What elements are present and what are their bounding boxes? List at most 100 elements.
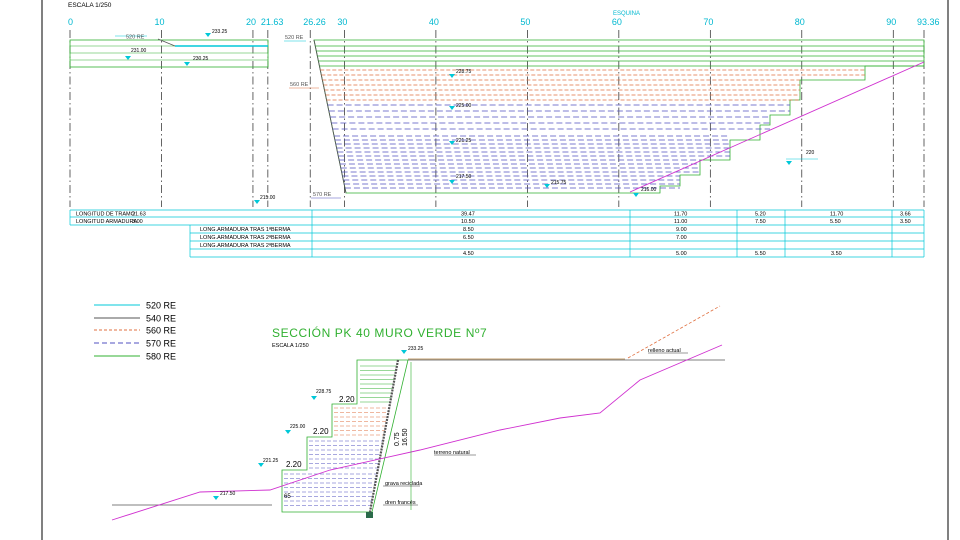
svg-text:216.00: 216.00	[641, 187, 657, 193]
cell-berma3: 4.50	[463, 251, 474, 257]
svg-text:215.00: 215.00	[260, 195, 276, 201]
wall-body	[281, 359, 409, 518]
axis-tick-label: 70	[703, 17, 713, 27]
legend-item-540: 540 RE	[94, 314, 176, 324]
svg-text:540 RE: 540 RE	[146, 314, 176, 324]
natural-terrain	[111, 344, 723, 521]
length-table: LONGITUD DE TRAMO LONGITUD ARMADURA 21.6…	[69, 209, 925, 258]
slope-line	[157, 38, 176, 47]
re570-label: 570 RE	[313, 192, 332, 198]
level-marker-215-00: 215.00	[254, 195, 276, 204]
svg-text:231.00: 231.00	[131, 48, 147, 54]
cell-armadura: 5.50	[830, 219, 841, 225]
height-dimension: 16.50	[402, 428, 409, 446]
cell-tramo: 39.47	[461, 212, 475, 218]
svg-text:225.00: 225.00	[456, 103, 472, 109]
svg-text:560 RE: 560 RE	[146, 326, 176, 336]
bench-width: 2.20	[339, 395, 355, 404]
reinforcement-courses	[315, 45, 924, 189]
level-marker-230-25: 230.25	[184, 56, 209, 66]
note-relleno: relleno actual	[648, 348, 681, 354]
re560-label: 560 RE	[290, 82, 309, 88]
top-scale-label: ESCALA 1/250	[68, 2, 112, 9]
level-marker-228-75: 228.75	[449, 69, 472, 78]
cell-berma3: 5.50	[755, 251, 766, 257]
cell-berma1: 8.50	[463, 227, 474, 233]
svg-text:580 RE: 580 RE	[146, 352, 176, 362]
legend: 520 RE 540 RE 560 RE 570 RE 580 RE	[94, 301, 176, 362]
cell-tramo: 3.66	[900, 212, 911, 218]
axis-tick-label: 30	[337, 17, 347, 27]
esquina-label: ESQUINA	[613, 11, 640, 17]
section-level-228-75: 228.75	[311, 389, 332, 400]
berma-label-2: LONG.ARMADURA TRAS 2ªBERMA	[200, 234, 291, 241]
cross-section: SECCIÓN PK 40 MURO VERDE Nº7 ESCALA 1/25…	[111, 305, 725, 521]
svg-text:228.75: 228.75	[456, 69, 472, 75]
svg-text:228.75: 228.75	[316, 389, 332, 395]
legend-item-560: 560 RE	[94, 326, 176, 336]
re520-label-left: 520 RE	[126, 35, 145, 41]
cell-berma2: 6.50	[463, 235, 474, 241]
elevation-view: 520 RE 233.25 231.00 230.25 520 RE 560 R…	[69, 29, 925, 204]
cell-armadura: 3.50	[900, 219, 911, 225]
berma-label-1: LONG.ARMADURA TRAS 1ªBERMA	[200, 226, 291, 233]
section-reinforcement	[284, 365, 397, 506]
section-level-221-25: 221.25	[258, 458, 279, 467]
section-level-233-25: 233.25	[401, 346, 424, 354]
bench-note: 65	[284, 494, 291, 500]
axis-tick-label: 50	[520, 17, 530, 27]
section-level-225-00: 225.00	[285, 424, 306, 434]
wall-left-edge	[313, 39, 347, 194]
section-title: SECCIÓN PK 40 MURO VERDE Nº7	[272, 325, 487, 340]
level-marker-221-25: 221.25	[449, 138, 472, 145]
cell-tramo: 21.63	[132, 212, 146, 218]
cell-berma1: 9.00	[676, 227, 687, 233]
row-label-armadura: LONGITUD ARMADURA	[76, 219, 137, 225]
axis-tick-label: 90	[886, 17, 896, 27]
cell-berma2: 7.00	[676, 235, 687, 241]
level-marker-233-25: 233.25	[205, 29, 228, 37]
level-marker-231-00: 231.00	[125, 48, 147, 60]
cell-armadura: 7.50	[755, 219, 766, 225]
axis-tick-label: 10	[154, 17, 164, 27]
cell-armadura: 11.00	[674, 219, 687, 225]
svg-text:217.50: 217.50	[220, 491, 236, 497]
svg-text:520 RE: 520 RE	[146, 301, 176, 311]
axis-tick-label: 80	[795, 17, 805, 27]
bench-width: 2.20	[313, 427, 329, 436]
note-grava: grava reciclada	[385, 481, 423, 487]
axis-tick-label: 40	[429, 17, 439, 27]
level-marker-220: 220	[786, 150, 818, 165]
berma-label-3: LONG.ARMADURA TRAS 2ªBERMA	[200, 242, 291, 249]
svg-text:215.75: 215.75	[551, 180, 567, 186]
legend-item-570: 570 RE	[94, 339, 176, 349]
level-marker-225-00: 225.00	[449, 103, 472, 110]
cell-armadura: 3.00	[132, 219, 143, 225]
svg-text:233.25: 233.25	[212, 29, 228, 35]
legend-item-580: 580 RE	[94, 352, 176, 362]
level-marker-215-75: 215.75	[544, 180, 567, 188]
note-terreno: terreno natural	[434, 450, 470, 456]
level-marker-217-50: 217.50	[449, 174, 472, 184]
svg-text:217.50: 217.50	[456, 174, 472, 180]
legend-item-520: 520 RE	[94, 301, 176, 311]
wall-facing	[368, 359, 400, 513]
note-dren: dren francés	[385, 500, 416, 506]
main-panel: 520 RE 560 RE 570 RE 228.75 225.00 221.2…	[254, 35, 925, 204]
cell-tramo: 11.70	[830, 212, 843, 218]
cell-berma3: 5.00	[676, 251, 687, 257]
axis-tick-label: 21.63	[261, 17, 284, 27]
svg-text:221.25: 221.25	[263, 458, 279, 464]
axis-tick-label: 26.26	[303, 17, 326, 27]
cell-tramo: 5.20	[755, 212, 766, 218]
bench-width: 2.20	[286, 460, 302, 469]
axis-tick-label: 60	[612, 17, 622, 27]
section-scale: ESCALA 1/250	[272, 343, 309, 349]
axis-tick-label: 93.36	[917, 17, 940, 27]
svg-text:230.25: 230.25	[193, 56, 209, 62]
level-marker-216-00: 216.00	[633, 187, 657, 197]
svg-text:220: 220	[806, 150, 815, 156]
section-level-217-50: 217.50	[213, 491, 236, 500]
